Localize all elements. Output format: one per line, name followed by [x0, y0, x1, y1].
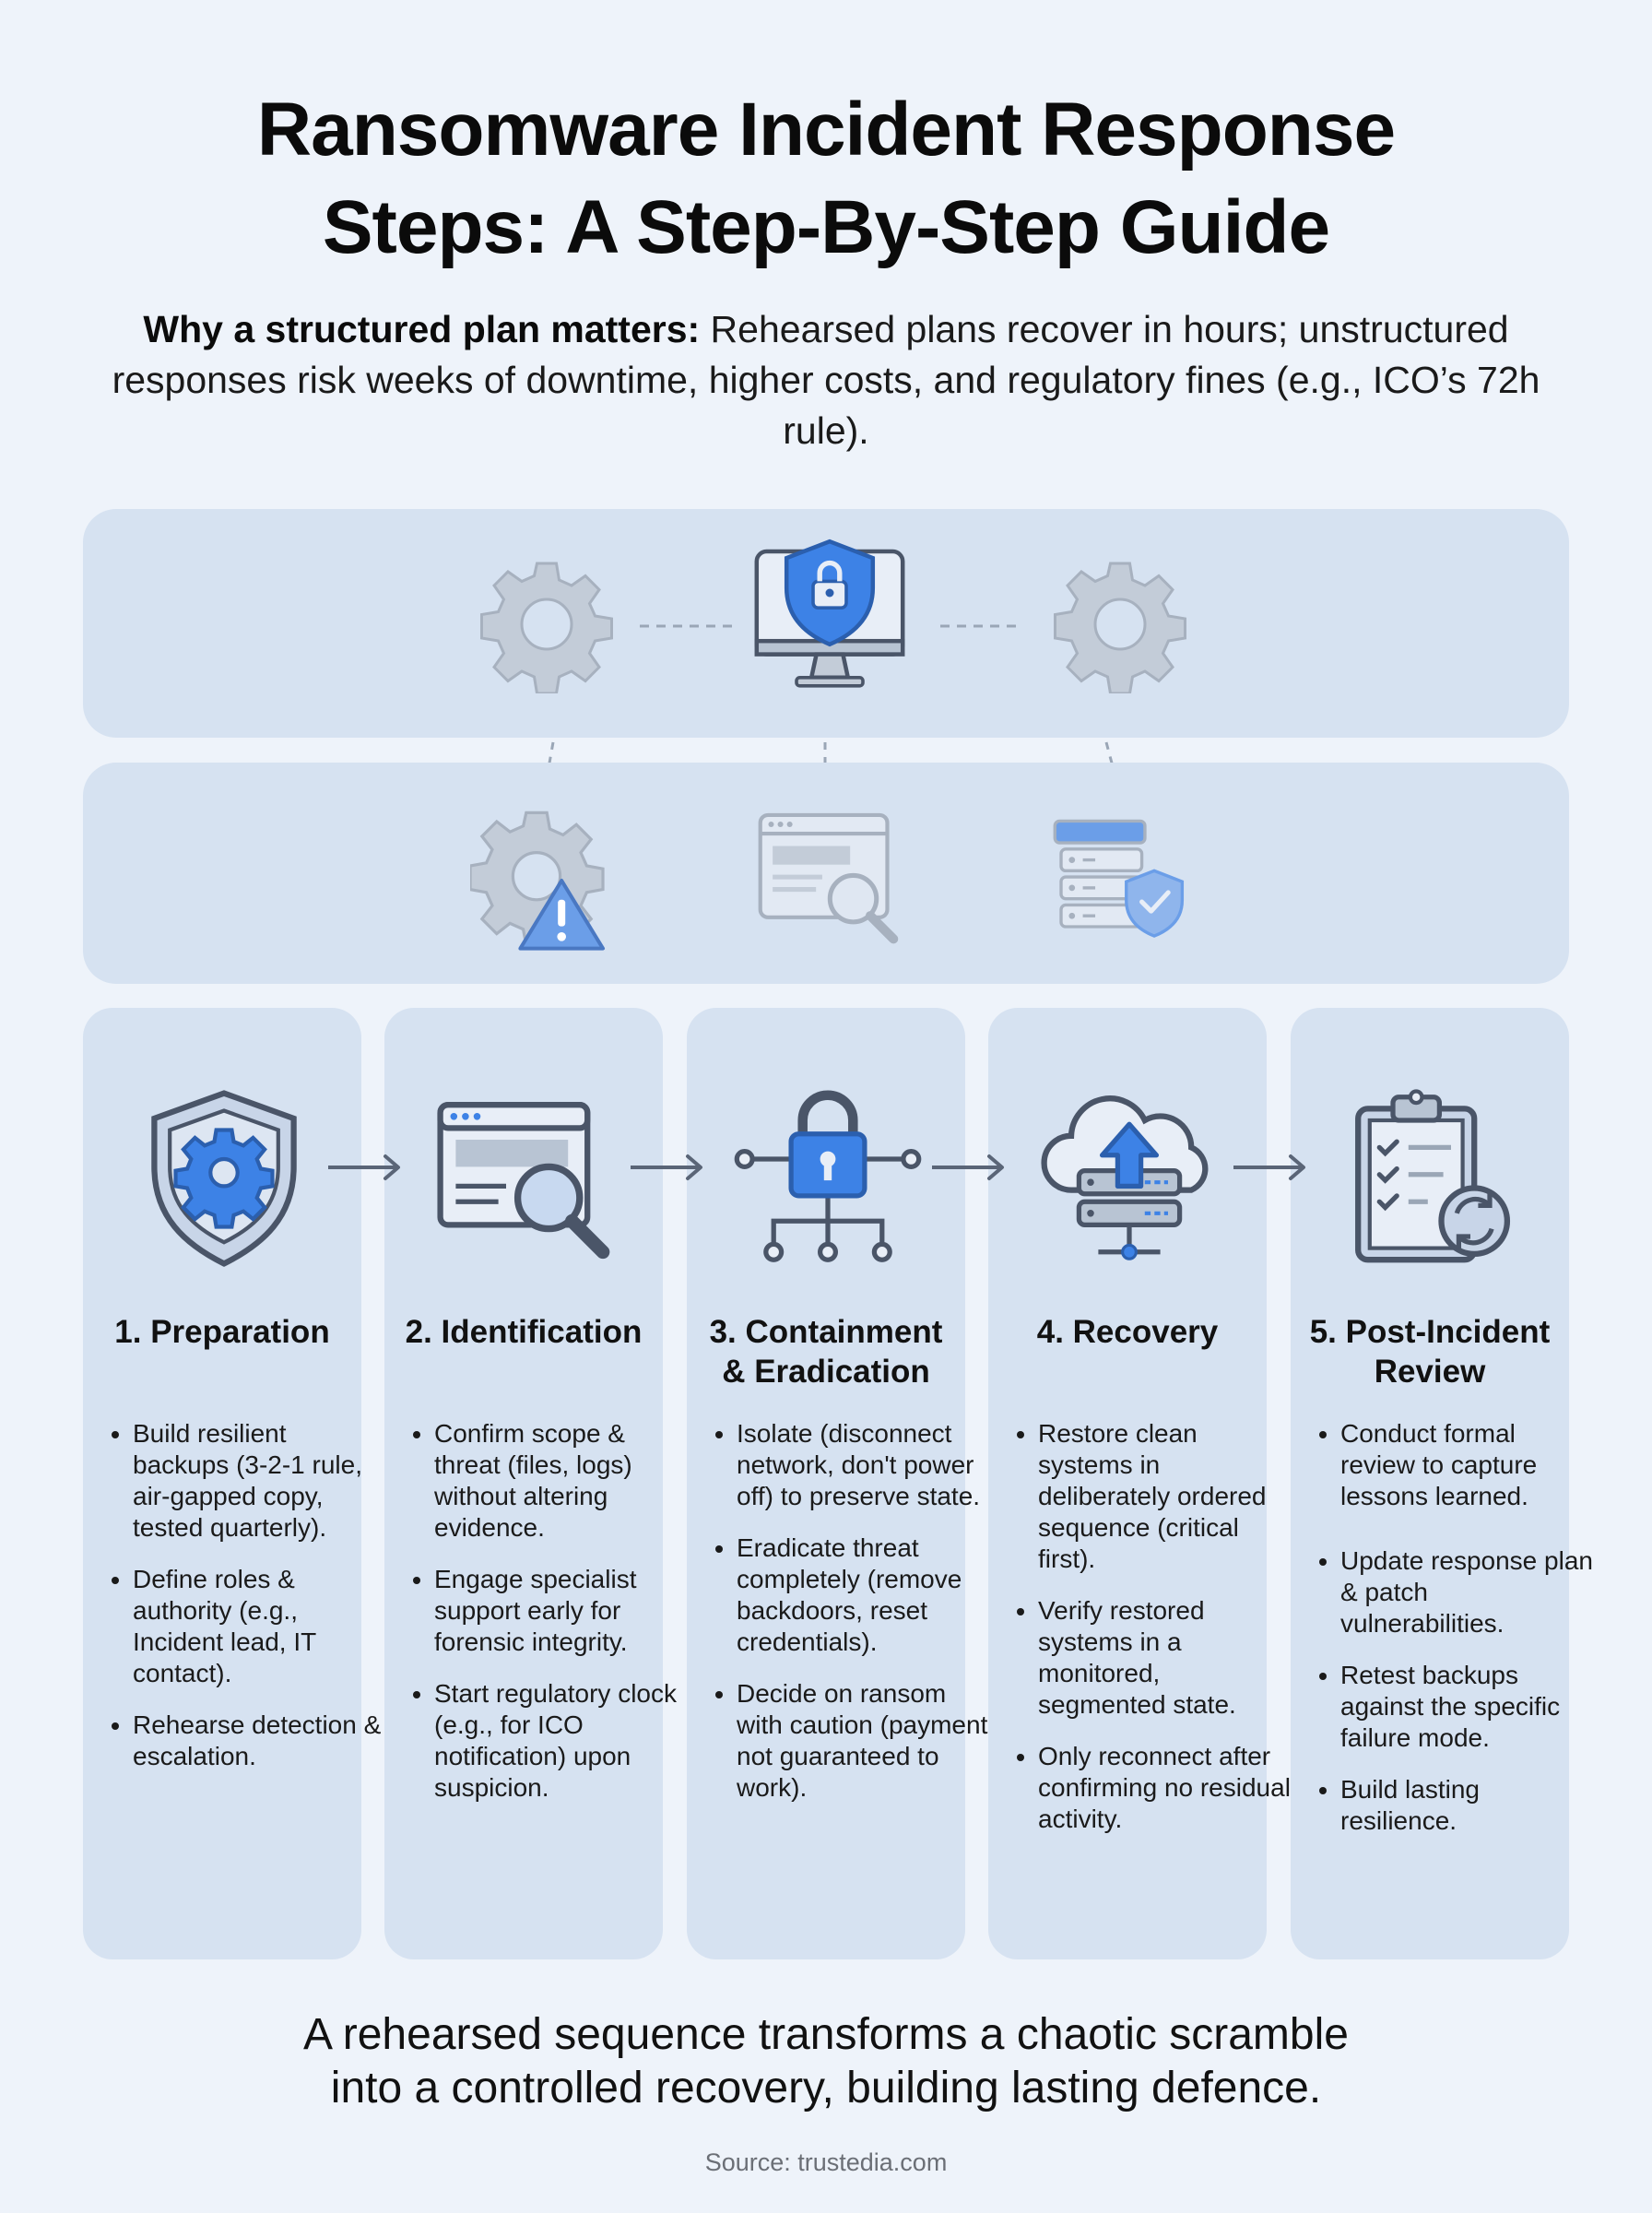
- step-bullet: Engage specialist support early for fore…: [434, 1564, 689, 1658]
- secure-monitor-icon: [754, 538, 905, 688]
- step-bullet: Rehearse detection & escalation.: [133, 1710, 387, 1772]
- step-bullet: Restore clean systems in deliberately or…: [1038, 1418, 1292, 1575]
- shield-gear-icon: [151, 1090, 297, 1267]
- intro-bold: Why a structured plan matters:: [143, 308, 701, 350]
- step-arrow: [1233, 1154, 1305, 1180]
- intro-paragraph: Why a structured plan matters: Rehearsed…: [74, 304, 1578, 456]
- step-bullet: Start regulatory clock (e.g., for ICO no…: [434, 1678, 689, 1804]
- step-bullet: Decide on ransom with caution (payment n…: [737, 1678, 991, 1804]
- step-icon-container: [1032, 1082, 1226, 1275]
- middle-icon-panel: [83, 763, 1569, 984]
- step-bullet: Only reconnect after confirming no resid…: [1038, 1741, 1292, 1835]
- step-bullets: Build resilient backups (3-2-1 rule, air…: [103, 1418, 387, 1793]
- page-title: Ransomware Incident Response Steps: A St…: [0, 81, 1652, 277]
- step-bullet: Eradicate threat completely (remove back…: [737, 1533, 991, 1658]
- network-lock-icon: [734, 1090, 922, 1262]
- step-card-identification: 2. Identification Confirm scope & threat…: [384, 1008, 677, 1959]
- title-line-1: Ransomware Incident Response: [256, 88, 1396, 172]
- intro-text: Rehearsed plans recover in hours; unstru…: [112, 308, 1540, 452]
- step-bullets: Conduct formal review to capture lessons…: [1311, 1418, 1595, 1857]
- step-arrow: [631, 1154, 702, 1180]
- panel-connectors: [640, 624, 1023, 628]
- footer-line-1: A rehearsed sequence transforms a chaoti…: [303, 2010, 1349, 2059]
- step-bullet: Build lasting resilience.: [1340, 1774, 1595, 1837]
- step-bullet: Confirm scope & threat (files, logs) wit…: [434, 1418, 689, 1544]
- step-title: 4. Recovery: [1036, 1314, 1219, 1350]
- step-bullet: Update response plan & patch vulnerabili…: [1340, 1545, 1595, 1639]
- step-bullet: Build resilient backups (3-2-1 rule, air…: [133, 1418, 387, 1544]
- step-bullet: Isolate (disconnect network, don't power…: [737, 1418, 991, 1512]
- gear-icon: [1054, 562, 1186, 693]
- step-title: 3. Containment & Eradication: [709, 1314, 943, 1390]
- source-credit: Source: trustedia.com: [704, 2148, 948, 2176]
- step-icon-container: [731, 1082, 925, 1275]
- browser-magnifier-icon: [437, 1102, 610, 1260]
- step-bullets: Isolate (disconnect network, don't power…: [707, 1418, 991, 1824]
- step-title: 2. Identification: [405, 1314, 643, 1350]
- step-icon-container: [127, 1082, 321, 1275]
- clipboard-review-icon: [1355, 1089, 1511, 1263]
- step-arrow: [932, 1154, 1004, 1180]
- step-card-post-incident: 5. Post-Incident Review Conduct formal r…: [1291, 1008, 1593, 1959]
- gear-warning-icon: [470, 811, 605, 951]
- footer-statement: A rehearsed sequence transforms a chaoti…: [0, 2008, 1652, 2115]
- step-icon-container: [1335, 1082, 1528, 1275]
- cloud-server-upload-icon: [1041, 1095, 1209, 1260]
- step-bullets: Restore clean systems in deliberately or…: [1009, 1418, 1292, 1855]
- step-card-preparation: 1. Preparation Build resilient backups (…: [83, 1008, 381, 1959]
- browser-search-icon: [758, 812, 899, 944]
- step-card-recovery: 4. Recovery Restore clean systems in del…: [988, 1008, 1291, 1959]
- server-shield-icon: [1053, 819, 1185, 938]
- step-bullet: Conduct formal review to capture lessons…: [1340, 1418, 1595, 1512]
- step-title: 1. Preparation: [114, 1314, 330, 1350]
- step-bullet: Define roles & authority (e.g., Incident…: [133, 1564, 387, 1689]
- step-card-containment: 3. Containment & Eradication Isolate (di…: [687, 1008, 987, 1959]
- step-arrow: [328, 1154, 400, 1180]
- step-bullets: Confirm scope & threat (files, logs) wit…: [405, 1418, 689, 1824]
- step-title: 5. Post-Incident Review: [1309, 1314, 1551, 1390]
- step-icon-container: [429, 1082, 622, 1275]
- step-bullet: Retest backups against the specific fail…: [1340, 1660, 1595, 1754]
- step-bullet: Verify restored systems in a monitored, …: [1038, 1595, 1292, 1721]
- title-line-2: Steps: A Step-By-Step Guide: [322, 185, 1330, 269]
- top-icon-panel: [83, 509, 1569, 738]
- gear-icon: [480, 562, 613, 693]
- footer-line-2: into a controlled recovery, building las…: [330, 2064, 1322, 2112]
